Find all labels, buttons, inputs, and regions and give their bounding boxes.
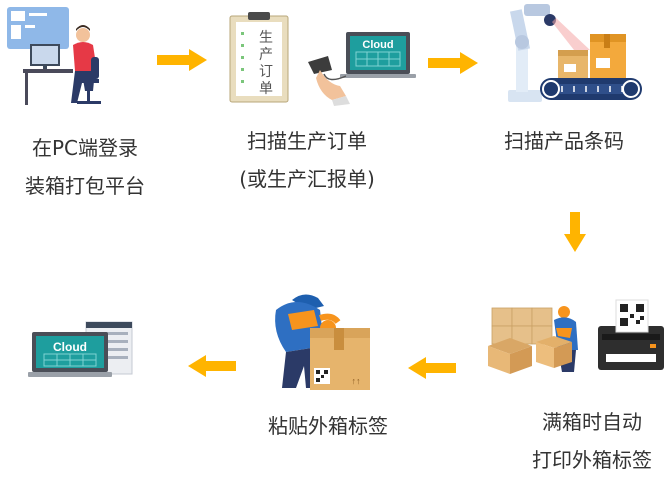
caption-line: 打印外箱标签 — [532, 448, 652, 472]
arrow-right-icon — [428, 52, 478, 74]
clipboard-scanner-illustration: 生 产 订 单 Cloud — [229, 12, 416, 106]
arrow-left-icon — [188, 355, 236, 377]
packing-printer-illustration — [488, 299, 664, 374]
step-login-caption: 在PC端登录 装箱打包平台 — [15, 129, 155, 205]
step-scan-order-caption: 扫描生产订单 (或生产汇报单) — [232, 122, 382, 198]
caption-line: (或生产汇报单) — [239, 167, 375, 191]
caption-line: 满箱时自动 — [542, 410, 642, 434]
caption-line: 粘贴外箱标签 — [268, 414, 388, 438]
clipboard-char: 单 — [259, 80, 273, 96]
svg-text:↑↑: ↑↑ — [352, 376, 361, 386]
arrow-left-icon — [408, 357, 456, 379]
robot-conveyor-illustration — [508, 4, 642, 102]
step-auto-print-caption: 满箱时自动 打印外箱标签 — [517, 403, 667, 479]
cloud-label: Cloud — [362, 39, 393, 51]
laptop-cloud-illustration: Cloud — [28, 321, 133, 377]
caption-line: 在PC端登录 — [31, 136, 139, 160]
caption-line: 扫描产品条码 — [504, 129, 624, 153]
desk-user-illustration — [7, 7, 101, 105]
clipboard-char: 生 — [259, 29, 273, 45]
step-attach-label-caption: 粘贴外箱标签 — [258, 407, 398, 445]
worker-box-illustration: ↑↑ — [275, 294, 370, 390]
arrow-down-icon — [564, 212, 586, 252]
caption-line: 扫描生产订单 — [247, 129, 367, 153]
cloud-label: Cloud — [53, 340, 87, 354]
arrow-right-icon — [157, 49, 207, 71]
step-scan-product-caption: 扫描产品条码 — [494, 122, 634, 160]
caption-line: 装箱打包平台 — [25, 174, 145, 198]
clipboard-char: 产 — [259, 46, 273, 62]
clipboard-char: 订 — [259, 63, 273, 79]
